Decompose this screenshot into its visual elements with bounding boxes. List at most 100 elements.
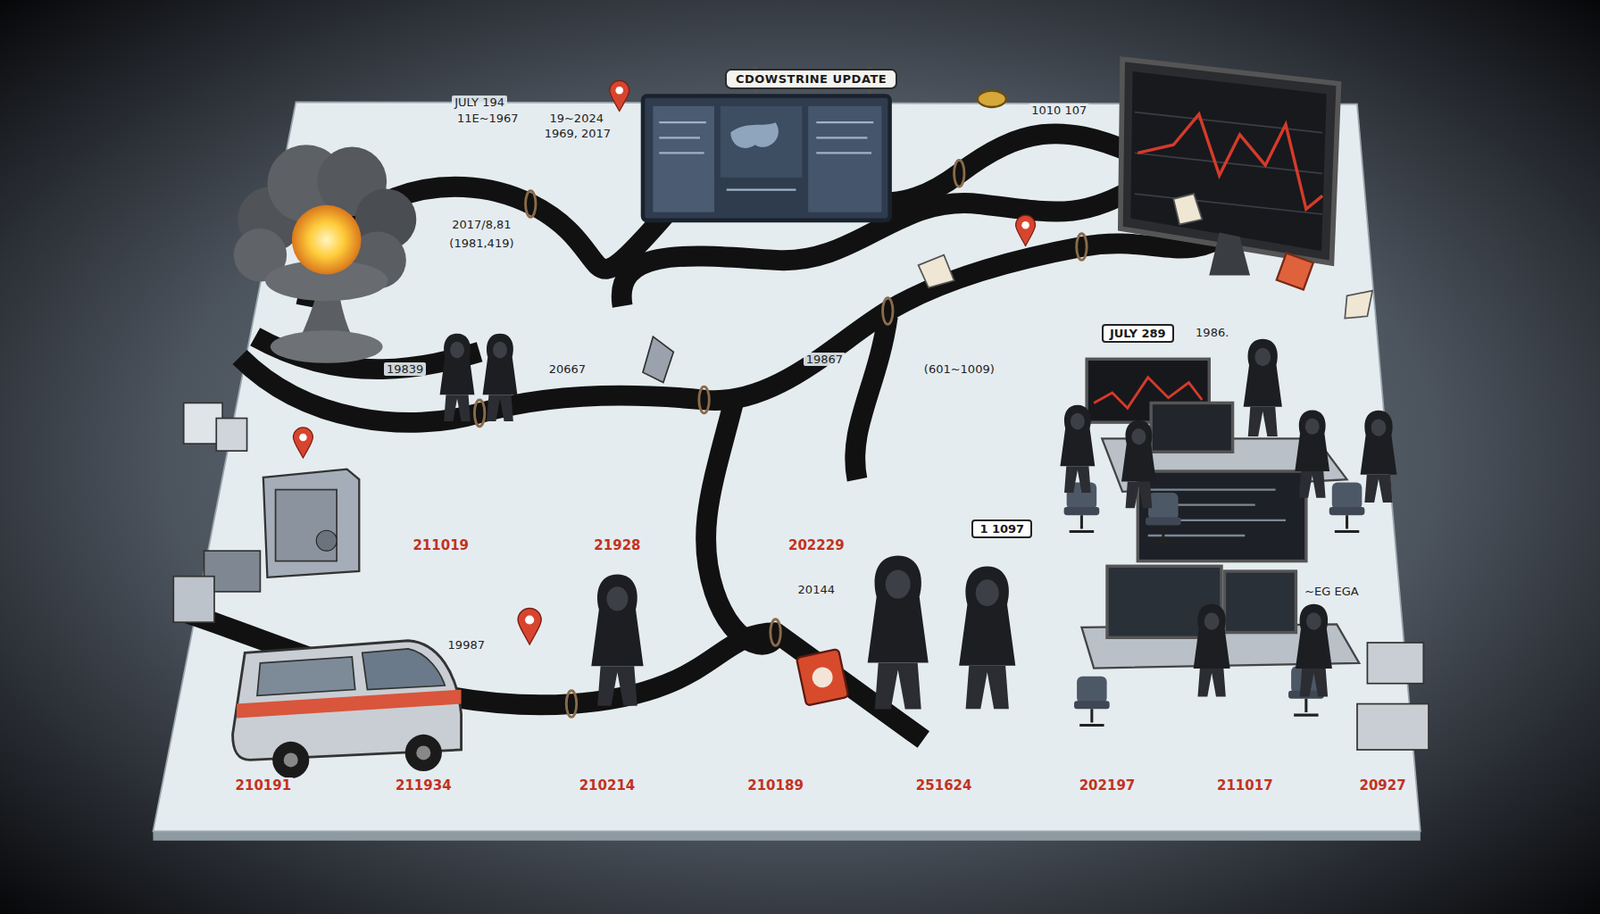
warning-sign bbox=[796, 649, 849, 707]
computer-tower-part bbox=[316, 530, 337, 551]
computer-tower bbox=[173, 402, 359, 623]
ribbon-clips-part bbox=[883, 298, 893, 325]
van-part bbox=[416, 745, 431, 760]
desks-part bbox=[1357, 704, 1429, 750]
chart-monitor-part bbox=[1137, 114, 1323, 209]
timeline-note: (1981,419) bbox=[446, 236, 517, 250]
box-text: CDOWSTRINE UPDATE bbox=[735, 72, 887, 86]
status-screen-part-part bbox=[816, 121, 874, 124]
hooded-figures-part bbox=[1059, 405, 1095, 493]
small-items bbox=[642, 91, 1373, 384]
map-pins-part bbox=[517, 608, 542, 645]
ribbon-clips-part bbox=[1076, 233, 1087, 261]
timeline-note: 19867 bbox=[803, 352, 846, 367]
status-screen-part bbox=[652, 106, 715, 213]
timeline-note: 1969, 2017 bbox=[541, 126, 614, 141]
box-text: JULY 289 bbox=[1109, 326, 1167, 341]
status-screen-part bbox=[808, 106, 882, 213]
chart-monitor-part-part bbox=[1134, 193, 1323, 215]
status-screen-part-part bbox=[658, 136, 700, 139]
sign-board: CDOWSTRINE UPDATE bbox=[725, 68, 898, 90]
chart-monitor-part bbox=[1134, 112, 1323, 215]
date-marker: 210214 bbox=[576, 777, 639, 794]
small-items-part bbox=[977, 91, 1007, 108]
small-items-part bbox=[1173, 193, 1202, 225]
desks-part bbox=[1329, 483, 1366, 533]
van-part bbox=[257, 657, 356, 696]
hooded-figures-part bbox=[483, 333, 518, 422]
timeline-note: 11E~1967 bbox=[454, 111, 522, 125]
status-screen-part-part bbox=[658, 151, 704, 154]
ribbon-clips-part bbox=[954, 159, 965, 187]
ribbon-clips-part bbox=[699, 386, 709, 414]
desks-part bbox=[1224, 571, 1296, 634]
paper-board-part bbox=[152, 831, 1420, 841]
map-pins-part bbox=[292, 427, 313, 459]
timeline-note: 19839 bbox=[383, 362, 426, 376]
desks-part-part bbox=[1148, 488, 1276, 491]
van bbox=[233, 641, 462, 779]
chart-monitor-part-part bbox=[1134, 112, 1323, 134]
timeline-note: 1010 107 bbox=[1028, 103, 1090, 117]
warning-sign-part bbox=[810, 665, 835, 690]
timeline-note: 19987 bbox=[445, 638, 488, 652]
date-marker: 211934 bbox=[392, 777, 455, 794]
desks-part bbox=[1366, 642, 1424, 684]
ribbon-clips-part bbox=[566, 691, 576, 718]
small-items-part bbox=[918, 255, 955, 289]
van-part bbox=[405, 734, 442, 772]
date-marker: 211019 bbox=[409, 537, 472, 554]
timeline-note: 1986. bbox=[1192, 325, 1232, 340]
chart-monitor bbox=[1120, 58, 1340, 275]
chart-monitor-part bbox=[1120, 58, 1340, 264]
status-screen-part-part bbox=[816, 136, 867, 139]
hooded-figures-part bbox=[440, 333, 475, 422]
timeline-note: JULY 194 bbox=[451, 95, 508, 109]
ribbon-clips bbox=[433, 159, 1087, 717]
small-items-part bbox=[642, 336, 674, 383]
ribbon-part bbox=[855, 316, 889, 480]
ribbon-part bbox=[706, 398, 776, 646]
hooded-figures-part bbox=[1243, 339, 1283, 437]
ribbon-clips-part bbox=[474, 400, 484, 427]
date-marker: 210189 bbox=[744, 777, 807, 794]
hooded-figures-part bbox=[958, 566, 1016, 709]
van-part bbox=[362, 649, 446, 691]
desks bbox=[1064, 358, 1429, 750]
date-marker: 210191 bbox=[233, 777, 295, 794]
computer-tower-part bbox=[263, 469, 359, 578]
desks-part bbox=[1150, 402, 1233, 452]
timeline-note: 20667 bbox=[546, 362, 589, 376]
status-screen-part-part bbox=[658, 121, 707, 124]
chart-monitor-part bbox=[1208, 233, 1250, 276]
hooded-figures-part bbox=[591, 574, 643, 706]
hooded-figures-part bbox=[1360, 410, 1398, 503]
status-screen bbox=[642, 95, 891, 220]
map-pins-part bbox=[1016, 215, 1036, 246]
status-screen-part-part bbox=[816, 151, 872, 154]
status-screen-part bbox=[642, 95, 891, 220]
date-marker: 211017 bbox=[1214, 777, 1276, 794]
box-text: 1 1097 bbox=[979, 522, 1025, 536]
computer-tower-part bbox=[216, 418, 247, 452]
explosion-cloud bbox=[233, 144, 417, 364]
status-screen-part bbox=[658, 122, 874, 190]
map-pins-part bbox=[609, 80, 630, 111]
computer-tower-part bbox=[173, 576, 215, 623]
timeline-note: (601~1009) bbox=[921, 362, 998, 376]
map-pins bbox=[292, 80, 1035, 645]
hooded-figures-part bbox=[867, 556, 929, 710]
van-part bbox=[283, 752, 299, 767]
date-marker: 202197 bbox=[1076, 777, 1139, 794]
small-items-part bbox=[1344, 291, 1373, 319]
ribbon-clips-part bbox=[525, 191, 536, 218]
hooded-figures-part bbox=[1193, 604, 1231, 698]
date-marker: 21928 bbox=[591, 537, 643, 554]
date-marker: 251624 bbox=[913, 777, 975, 794]
explosion-cloud-part bbox=[291, 205, 362, 275]
computer-tower-part bbox=[275, 490, 338, 562]
date-marker: 202229 bbox=[785, 537, 848, 554]
hooded-figures-part bbox=[1121, 420, 1157, 509]
timeline-note: 19~2024 bbox=[546, 111, 607, 125]
